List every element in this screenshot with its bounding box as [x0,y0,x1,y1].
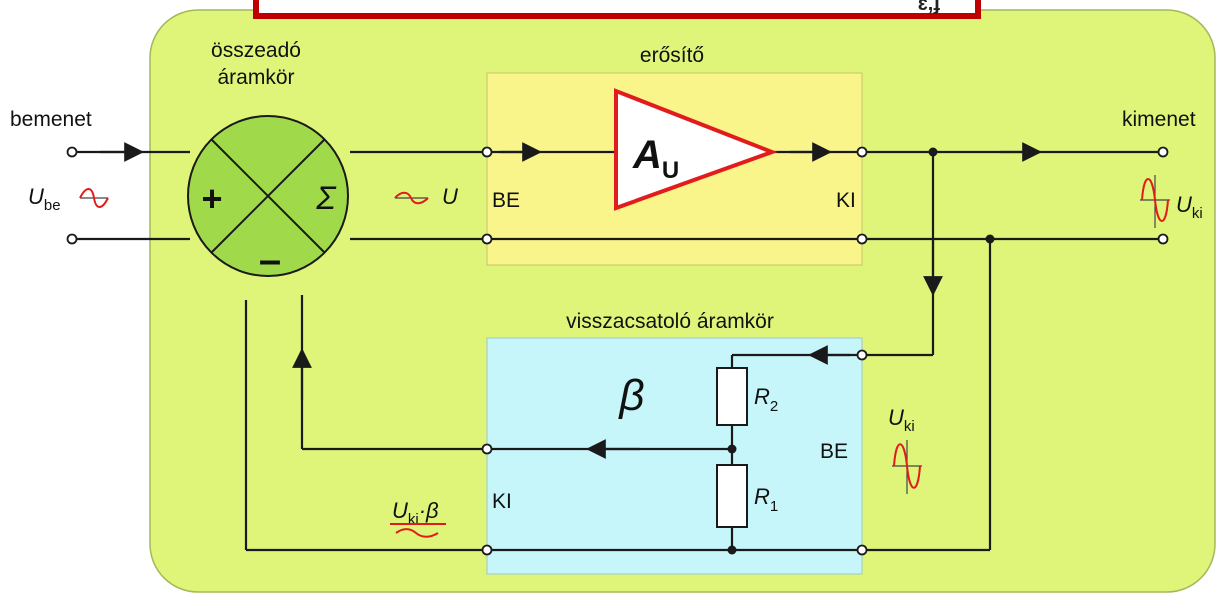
top-banner-text: ɛ,ɟ [918,0,940,15]
summed-voltage-label: U [442,184,458,209]
junction-dots [727,147,995,555]
feedback-wave-icon [892,440,922,494]
plus-sign: + [201,178,222,219]
r1-label: R1 [754,484,778,515]
input-title: bemenet [10,108,92,131]
feedback-out-label: KI [492,490,512,513]
amplifier-triangle: AU [614,88,778,211]
top-banner [253,0,981,19]
feedback-voltage: Uki [888,405,915,435]
beta-symbol: β [617,371,644,420]
output-wave-icon [1140,175,1170,228]
wave-icons [79,175,1170,538]
summer-block: + – Σ [187,115,349,282]
summed-wave-icon [394,191,429,205]
amplifier-in-label: BE [492,189,520,212]
feedback-signal-label: Uki·β [392,498,439,528]
terminals [66,146,1169,556]
resistor-r2 [716,367,748,426]
sigma-symbol: Σ [315,180,337,216]
input-wave-icon [79,188,109,208]
r2-label: R2 [754,384,778,415]
output-title: kimenet [1122,108,1196,131]
signal-arrows [100,142,1042,459]
output-voltage: Uki [1176,192,1203,222]
feedback-in-label: BE [820,440,848,463]
amplifier-out-label: KI [836,189,856,212]
minus-sign: – [259,238,281,282]
feedback-title: visszacsatoló áramkör [566,310,774,333]
feedback-signal-wave-icon [395,528,439,538]
amplifier-title: erősítő [640,44,704,67]
summer-title-line2: áramkör [217,66,294,89]
feedback-box [486,337,863,575]
summer-title-line1: összeadó [211,39,301,62]
resistor-r1 [716,464,748,528]
amplifier-gain: AU [632,133,679,184]
input-voltage: Ube [28,184,61,214]
